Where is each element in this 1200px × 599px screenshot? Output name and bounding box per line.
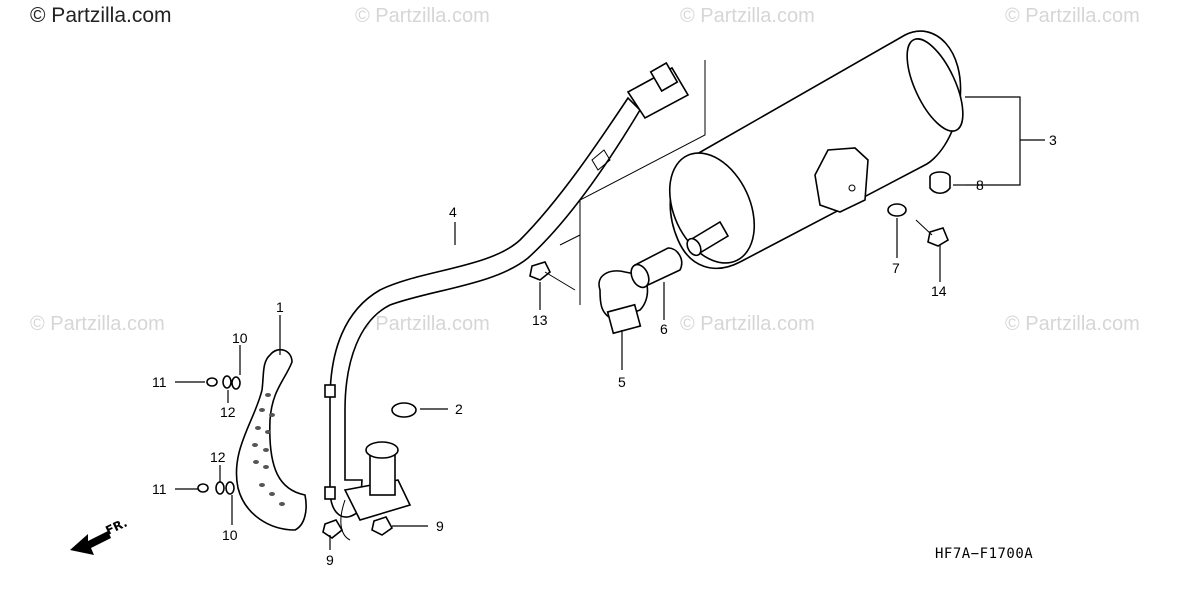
callout-11a: 11 [152,374,167,390]
callout-5: 5 [618,374,626,390]
exhaust-pipe-part [324,61,690,518]
callout-10a: 10 [232,330,248,346]
front-direction-arrow: FR. [70,516,129,555]
watermark-mid-2: © Partzilla.com [355,313,490,335]
callout-11b: 11 [152,481,167,497]
callout-6: 6 [660,321,668,337]
assembly-outline [579,60,706,305]
diagram-code: HF7A−F1700A [935,546,1033,562]
callout-3: 3 [1049,132,1057,148]
watermark-top-2: © Partzilla.com [355,5,490,27]
callout-2: 2 [455,401,463,417]
callout-4: 4 [449,204,457,220]
callout-10b: 10 [222,527,238,543]
callout-9a: 9 [326,552,334,568]
fr-label: FR. [103,516,129,538]
collar-part [630,247,683,289]
callout-1: 1 [276,299,284,315]
watermark-top-4: © Partzilla.com [1005,5,1140,27]
watermark-mid-3: © Partzilla.com [680,313,815,335]
callout-8: 8 [976,177,984,193]
nut-9a-part [322,519,344,539]
callout-12b: 12 [210,449,226,465]
gasket-part [391,402,417,418]
callout-7: 7 [892,260,900,276]
leader-lines [175,96,1045,550]
guard-lower-hardware [197,481,235,495]
cap-8-part [929,171,951,195]
watermark-mid-1: © Partzilla.com [30,313,165,335]
muffler-part [668,30,964,270]
callout-14: 14 [931,283,947,299]
watermark-main: © Partzilla.com [30,4,172,27]
callout-9b: 9 [436,518,444,534]
bolt-14-part [915,219,950,247]
nut-9b-part [371,516,394,536]
bolt-13-part [529,261,576,291]
callout-12a: 12 [220,404,236,420]
watermark-top-3: © Partzilla.com [680,5,815,27]
guard-upper-hardware [206,375,241,390]
heat-guard-part [235,348,307,531]
callout-13: 13 [532,312,548,328]
exhaust-flange-part [340,441,412,541]
watermark-mid-4: © Partzilla.com [1005,313,1140,335]
washer-7-part [887,203,907,217]
